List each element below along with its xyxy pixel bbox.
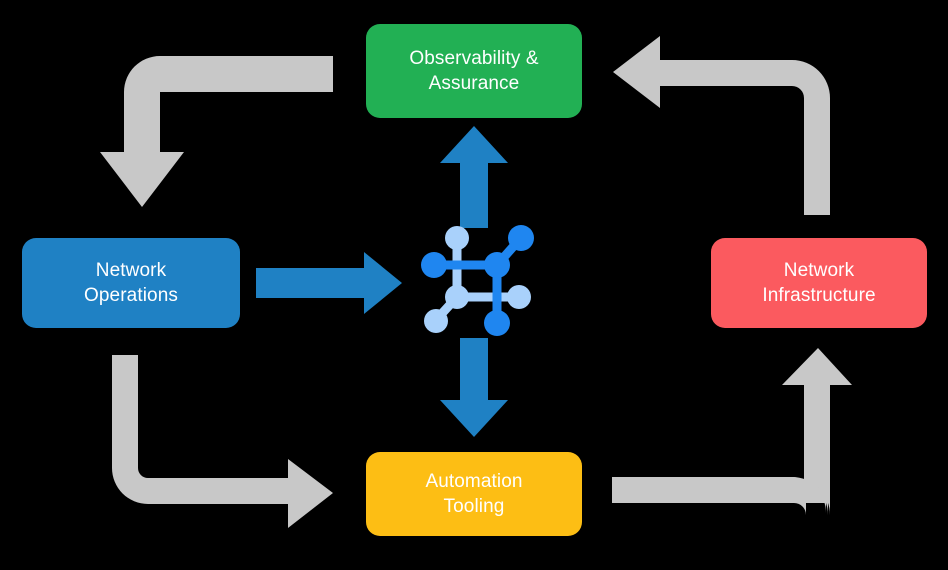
flow-arrow-center-to-automation xyxy=(440,338,508,437)
cycle-arrow-observability-to-operations xyxy=(100,56,333,207)
cycle-arrow-infrastructure-to-observability xyxy=(613,36,830,215)
node-label-observability: Observability & Assurance xyxy=(409,47,539,94)
node-label-network-infrastructure: Network Infrastructure xyxy=(762,259,876,306)
node-label-network-operations: Network Operations xyxy=(84,259,178,306)
cycle-arrow-automation-to-infrastructure xyxy=(612,348,852,515)
network-mesh-icon xyxy=(421,225,534,336)
flow-arrow-operations-to-center xyxy=(256,252,402,314)
node-box-observability[interactable]: Observability & Assurance xyxy=(366,24,582,118)
node-box-automation-tooling[interactable]: Automation Tooling xyxy=(366,452,582,536)
cycle-arrow-operations-to-automation xyxy=(112,355,333,528)
node-label-automation-tooling: Automation Tooling xyxy=(425,470,523,517)
node-box-network-operations[interactable]: Network Operations xyxy=(22,238,240,328)
flow-arrow-center-to-observability xyxy=(440,126,508,228)
node-box-network-infrastructure[interactable]: Network Infrastructure xyxy=(711,238,927,328)
